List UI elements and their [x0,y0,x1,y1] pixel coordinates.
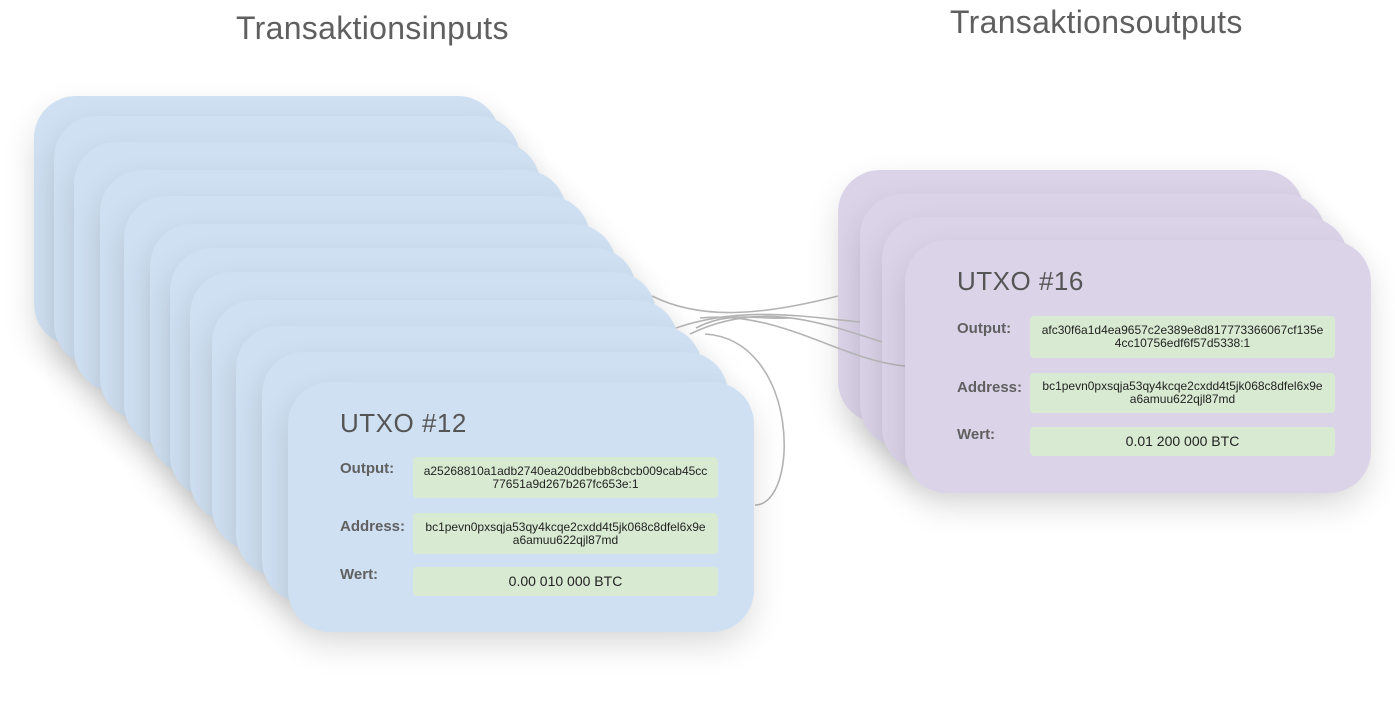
input-amount-value: 0.00 010 000 BTC [413,567,718,596]
address-label: Address: [340,518,406,535]
connector-line [651,295,839,314]
input-utxo-card[interactable]: UTXO #12 Output: a25268810a1adb2740ea20d… [288,382,754,632]
value-label: Wert: [957,426,996,443]
output-address-value: bc1pevn0pxsqja53qy4kcqe2cxdd4t5jk068c8df… [1030,373,1335,413]
output-label: Output: [340,460,395,477]
connector-line [704,333,785,506]
connector-line [695,316,791,329]
outputs-title: Transaktionsoutputs [950,4,1243,40]
output-amount-value: 0.01 200 000 BTC [1030,427,1335,456]
output-utxo-title: UTXO #16 [957,266,1084,296]
input-output-value: a25268810a1adb2740ea20ddbebb8cbcb009cab4… [413,457,718,498]
address-label: Address: [957,379,1023,396]
input-utxo-title: UTXO #12 [340,408,467,438]
output-label: Output: [957,320,1012,337]
input-address-value: bc1pevn0pxsqja53qy4kcqe2cxdd4t5jk068c8df… [413,513,718,554]
value-label: Wert: [340,566,379,583]
output-utxo-card[interactable]: UTXO #16 Output: afc30f6a1d4ea9657c2e389… [905,240,1371,493]
inputs-title: Transaktionsinputs [236,10,509,46]
connector-line [675,313,861,329]
output-output-value: afc30f6a1d4ea9657c2e389e8d817773366067cf… [1030,316,1335,358]
connector-line [699,316,906,367]
